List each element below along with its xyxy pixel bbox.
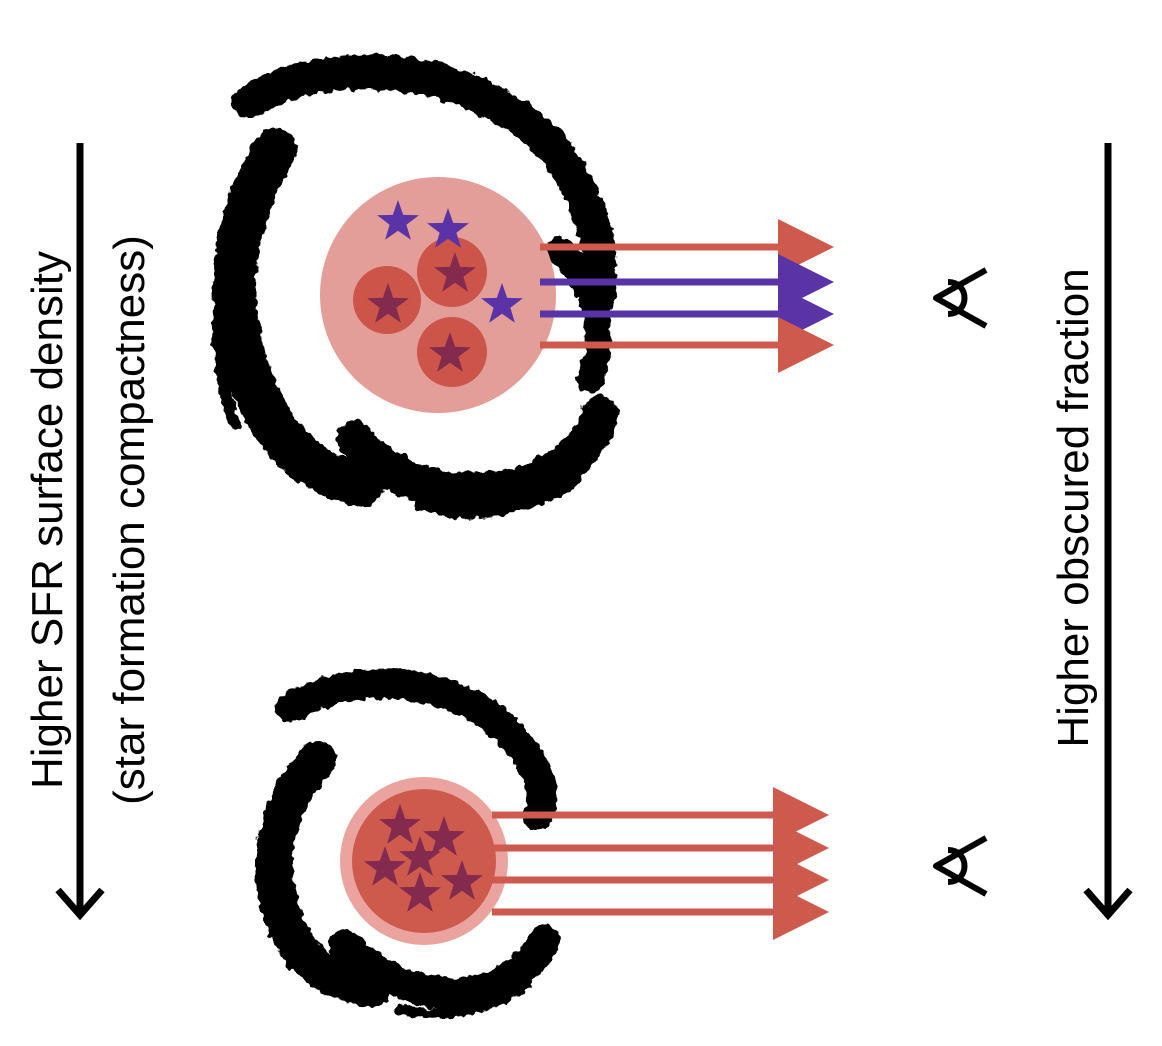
sfr-density-axis: Higher SFR surface density (star formati… [23,143,154,921]
arrow-down-icon [1083,887,1133,921]
obscured-fraction-axis: Higher obscured fraction [1049,143,1133,921]
emission-arrows-top [540,219,834,373]
emission-arrows-bottom [492,787,829,940]
extended-galaxy [212,54,988,518]
eye-icon [933,267,988,329]
dust-spiral-arms [212,54,619,518]
dust-spiral-arms [255,668,561,1019]
obscured-axis-label: Higher obscured fraction [1049,268,1098,747]
sfr-axis-label-line1: Higher SFR surface density [23,251,72,789]
compact-galaxy [255,668,988,1019]
sfr-axis-label-line2: (star formation compactness) [105,235,154,805]
arrow-down-icon [55,887,105,921]
eye-icon [933,835,988,897]
